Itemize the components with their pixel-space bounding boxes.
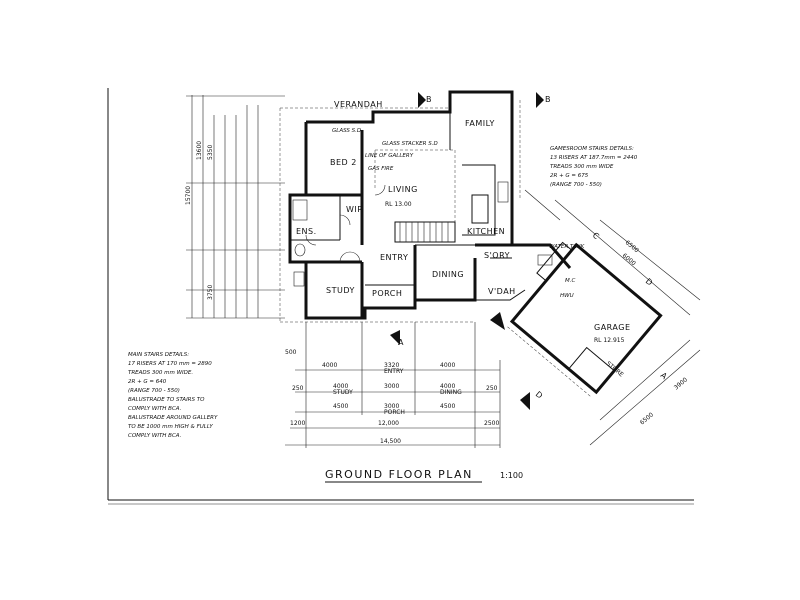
room-verandah: VERANDAH (334, 100, 383, 109)
dim-bottom-500: 500 (285, 349, 297, 356)
ensuite-fixtures (292, 199, 308, 287)
main-stair-note-line: BALUSTRADE TO STAIRS TO (128, 397, 205, 403)
room-bed2: BED 2 (330, 158, 357, 167)
house-walls (288, 90, 514, 320)
main-stair-note-line: COMPLY WITH BCA. (128, 433, 182, 439)
dim-bottom-3c: 4500 (440, 403, 455, 410)
room-kitchen: KITCHEN (467, 227, 505, 236)
dim-bottom-3a: 4500 (333, 403, 348, 410)
main-stair-notes: MAIN STAIRS DETAILS: 17 RISERS AT 170 mm… (128, 352, 218, 439)
section-mark-a-right: A (659, 371, 669, 382)
room-family: FAMILY (465, 119, 495, 128)
dim-bottom-1a: 4000 (322, 362, 337, 369)
sory-link (475, 243, 572, 301)
section-mark-c: C (591, 231, 601, 242)
dim-bottom-2b: 3000 (384, 383, 399, 390)
dim-left-3: 3750 (207, 285, 214, 300)
gamesroom-note-line: 2R + G = 675 (550, 173, 589, 179)
room-dining: DINING (432, 270, 464, 279)
dim-bottom-12000: 12,000 (378, 420, 399, 427)
dim-bottom-2c: 4000 (440, 383, 455, 390)
dim-bottom-2500: 2500 (484, 420, 499, 427)
dim-bottom-2c-sub: DINING (440, 389, 462, 396)
dim-bottom-2a-sub: STUDY (333, 389, 353, 396)
room-wir: WIR (346, 205, 363, 214)
room-entry: ENTRY (380, 253, 408, 262)
main-stair-note-line: TO BE 1000 mm HIGH & FULLY (128, 424, 213, 430)
section-mark-b-right: B (545, 95, 551, 104)
dim-left-overall: 15700 (185, 186, 192, 205)
plan-title: GROUND FLOOR PLAN (325, 468, 473, 481)
right-dimension-lines (524, 189, 701, 446)
main-stair-note-line: 2R + G = 640 (128, 379, 167, 385)
dim-bottom-2a: 4000 (333, 383, 348, 390)
room-living-rl: RL 13.00 (385, 201, 412, 208)
main-stairs (394, 221, 456, 243)
label-mc: M.C (565, 278, 575, 284)
main-stair-note-line: COMPLY WITH BCA. (128, 406, 182, 412)
label-hwu: HWU (560, 293, 574, 299)
section-mark-a-bottom: A (398, 338, 404, 347)
dim-bottom-3b: 3000 (384, 403, 399, 410)
room-garage: GARAGE (594, 323, 631, 332)
section-mark-b-left: B (426, 95, 432, 104)
dim-bottom-250a: 250 (292, 385, 304, 392)
dim-bottom-250b: 250 (486, 385, 498, 392)
main-stair-note-line: (RANGE 700 - 550) (128, 388, 180, 394)
dim-bottom-14500: 14,500 (380, 438, 401, 445)
dim-right-3900: 3900 (673, 376, 689, 391)
dim-right-6000: 6000 (621, 252, 637, 267)
dim-left-4: 5350 (207, 145, 214, 160)
label-gas-fire: GAS FIRE (368, 166, 394, 172)
dim-bottom-1c: 4000 (440, 362, 455, 369)
main-stair-note-line: 17 RISERS AT 170 mm = 2890 (128, 361, 212, 367)
section-mark-d-right: D (644, 277, 655, 288)
bottom-dimension-lines (285, 322, 501, 448)
plan-scale: 1:100 (500, 471, 523, 480)
dim-bottom-1b: 3320 (384, 362, 399, 369)
gamesroom-note-line: TREADS 300 mm WIDE (550, 164, 614, 170)
room-vdah: V'DAH (488, 287, 516, 296)
door-swings (305, 184, 386, 263)
left-dimension-lines (186, 95, 285, 319)
gamesroom-note-line: GAMESROOM STAIRS DETAILS: (550, 146, 634, 152)
dim-bottom-1b-sub: ENTRY (384, 368, 404, 375)
main-stair-note-line: TREADS 300 mm WIDE. (128, 370, 193, 376)
label-water-tank: WATER TANK (549, 244, 585, 250)
kitchen-island (462, 164, 509, 236)
label-glass-stacker: GLASS STACKER S.D (382, 141, 438, 147)
gamesroom-note-line: (RANGE 700 - 550) (550, 182, 602, 188)
room-living: LIVING (388, 185, 418, 194)
gamesroom-note-line: 13 RISERS AT 187.7mm = 2440 (550, 155, 638, 161)
room-porch: PORCH (372, 289, 402, 298)
main-stair-note-line: MAIN STAIRS DETAILS: (128, 352, 189, 358)
dim-right-6500b: 6500 (639, 411, 655, 426)
room-study: STUDY (326, 286, 355, 295)
dim-bottom-3b-sub: PORCH (384, 409, 405, 416)
room-sory: S'ORY (484, 251, 510, 260)
label-glass-sd: GLASS S.D (332, 128, 361, 134)
main-stair-note-line: BALUSTRADE AROUND GALLERY (128, 415, 218, 421)
garage-block (507, 241, 663, 398)
sheet-border (107, 88, 694, 505)
section-mark-d-bottom: D (534, 390, 545, 401)
gamesroom-stair-notes: GAMESROOM STAIRS DETAILS: 13 RISERS AT 1… (550, 146, 638, 188)
label-line-gallery: LINE OF GALLERY (365, 153, 414, 159)
dim-bottom-1200: 1200 (290, 420, 305, 427)
dim-left-2: 13600 (196, 141, 203, 160)
room-garage-rl: RL 12.915 (594, 337, 625, 344)
section-markers (390, 92, 544, 410)
room-ens: ENS. (296, 227, 317, 236)
